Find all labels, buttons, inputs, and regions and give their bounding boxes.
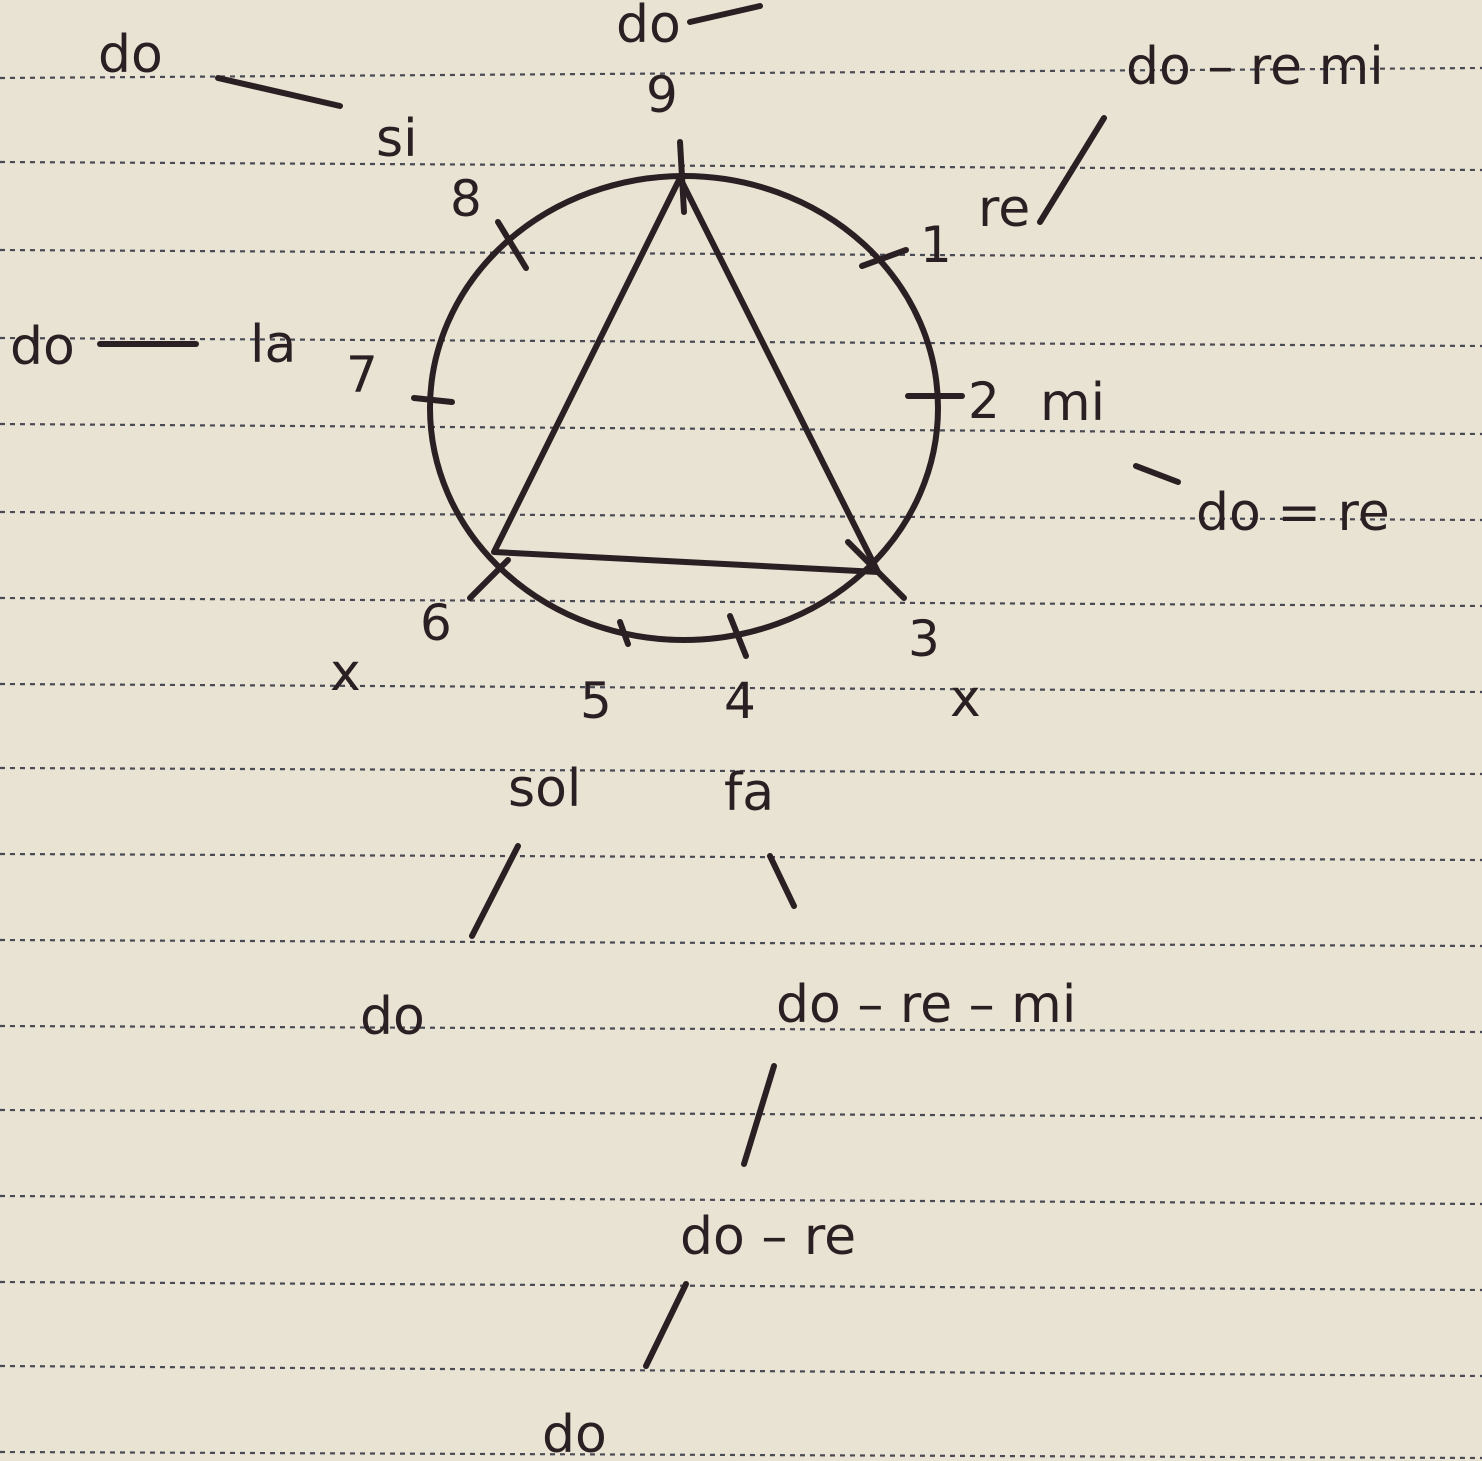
note-do-re-mi: do – re – mi (776, 975, 1076, 1035)
x-mark-right: x (950, 669, 981, 729)
solfege-notes: do do si re do – re mi do la mi do = re … (10, 0, 1390, 1461)
number-2: 2 (968, 372, 1000, 430)
number-4: 4 (724, 672, 756, 730)
number-8: 8 (450, 170, 482, 228)
note-la: la (250, 315, 296, 375)
augmented-triangle (491, 175, 881, 575)
note-do-re-right: do = re (1196, 483, 1390, 543)
note-mi: mi (1040, 373, 1105, 433)
number-9: 9 (646, 66, 678, 124)
number-1: 1 (920, 216, 952, 274)
number-3: 3 (908, 610, 940, 668)
note-do-under-sol: do (360, 987, 425, 1047)
ruled-lines (0, 66, 1482, 1460)
number-7: 7 (346, 346, 378, 404)
x-mark-left: x (330, 643, 361, 703)
note-la-do: do (10, 317, 75, 377)
note-upper-left-do: do (98, 25, 163, 85)
note-si: si (376, 109, 418, 169)
tone-numbers: 9 1 2 3 4 5 6 7 8 (346, 66, 1000, 730)
note-re: re (978, 179, 1030, 239)
note-do-bottom: do (542, 1405, 607, 1461)
note-upper-right: do – re mi (1126, 37, 1384, 97)
note-top-do: do (616, 0, 681, 55)
number-6: 6 (420, 594, 452, 652)
note-fa: fa (724, 763, 774, 823)
note-sol: sol (508, 759, 581, 819)
x-marks: x x (330, 643, 981, 729)
note-do-re-lower: do – re (680, 1207, 856, 1267)
circle-ticks (411, 139, 965, 659)
number-5: 5 (580, 672, 612, 730)
